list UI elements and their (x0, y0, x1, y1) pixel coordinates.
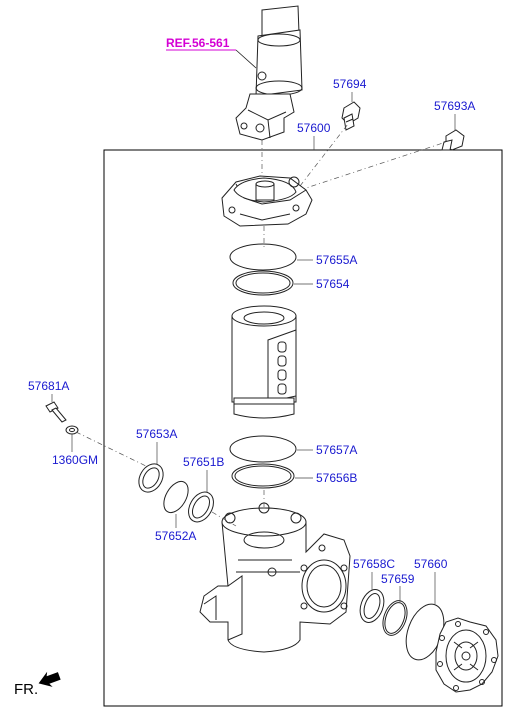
fitting-guide-line-b (299, 123, 349, 187)
gear-housing-drawing (199, 502, 351, 653)
seal-57651b-drawing (188, 491, 214, 523)
ref-label[interactable]: REF.56-561 (166, 36, 230, 50)
label-57654[interactable]: 57654 (316, 277, 350, 291)
ref-leader (235, 49, 257, 69)
label-57660[interactable]: 57660 (414, 557, 448, 571)
side-cover-drawing (435, 617, 499, 693)
front-arrow-icon (38, 671, 61, 687)
seal-57657a-drawing (229, 435, 297, 463)
label-57694[interactable]: 57694 (333, 77, 367, 91)
label-57652a[interactable]: 57652A (155, 529, 196, 543)
label-1360gm[interactable]: 1360GM (52, 453, 98, 467)
oring-57659-drawing (382, 600, 408, 636)
label-57659[interactable]: 57659 (381, 572, 415, 586)
bolt-guide-line (75, 431, 151, 469)
label-57655a[interactable]: 57655A (316, 253, 357, 267)
seal-57658c-drawing (359, 589, 385, 623)
assembly-frame (103, 149, 503, 707)
label-57656b[interactable]: 57656B (316, 471, 357, 485)
label-57651b[interactable]: 57651B (183, 455, 224, 469)
fitting-57693a-drawing (441, 129, 465, 151)
bolt-57681a-drawing (45, 401, 67, 423)
label-57681a[interactable]: 57681A (28, 379, 69, 393)
oring-57656b-drawing (231, 463, 295, 489)
oring-57654-drawing (232, 270, 294, 296)
seal-57653a-drawing (138, 463, 164, 493)
label-57657a[interactable]: 57657A (316, 443, 357, 457)
seal-57655a-drawing (229, 243, 297, 271)
label-57600[interactable]: 57600 (297, 121, 331, 135)
label-57653a[interactable]: 57653A (136, 427, 177, 441)
fitting-57694-drawing (341, 101, 361, 131)
washer-1360gm-drawing (65, 425, 79, 435)
label-57693a[interactable]: 57693A (434, 99, 475, 113)
valve-cover-drawing (221, 175, 313, 227)
oring-57652a-drawing (163, 480, 189, 514)
steering-column-drawing (235, 5, 303, 141)
piston-cylinder-drawing (231, 305, 297, 419)
fitting-guide-line-a (299, 141, 447, 191)
direction-label: FR. (14, 681, 38, 698)
label-57658c[interactable]: 57658C (353, 557, 395, 571)
side-seal-guide (211, 511, 237, 527)
